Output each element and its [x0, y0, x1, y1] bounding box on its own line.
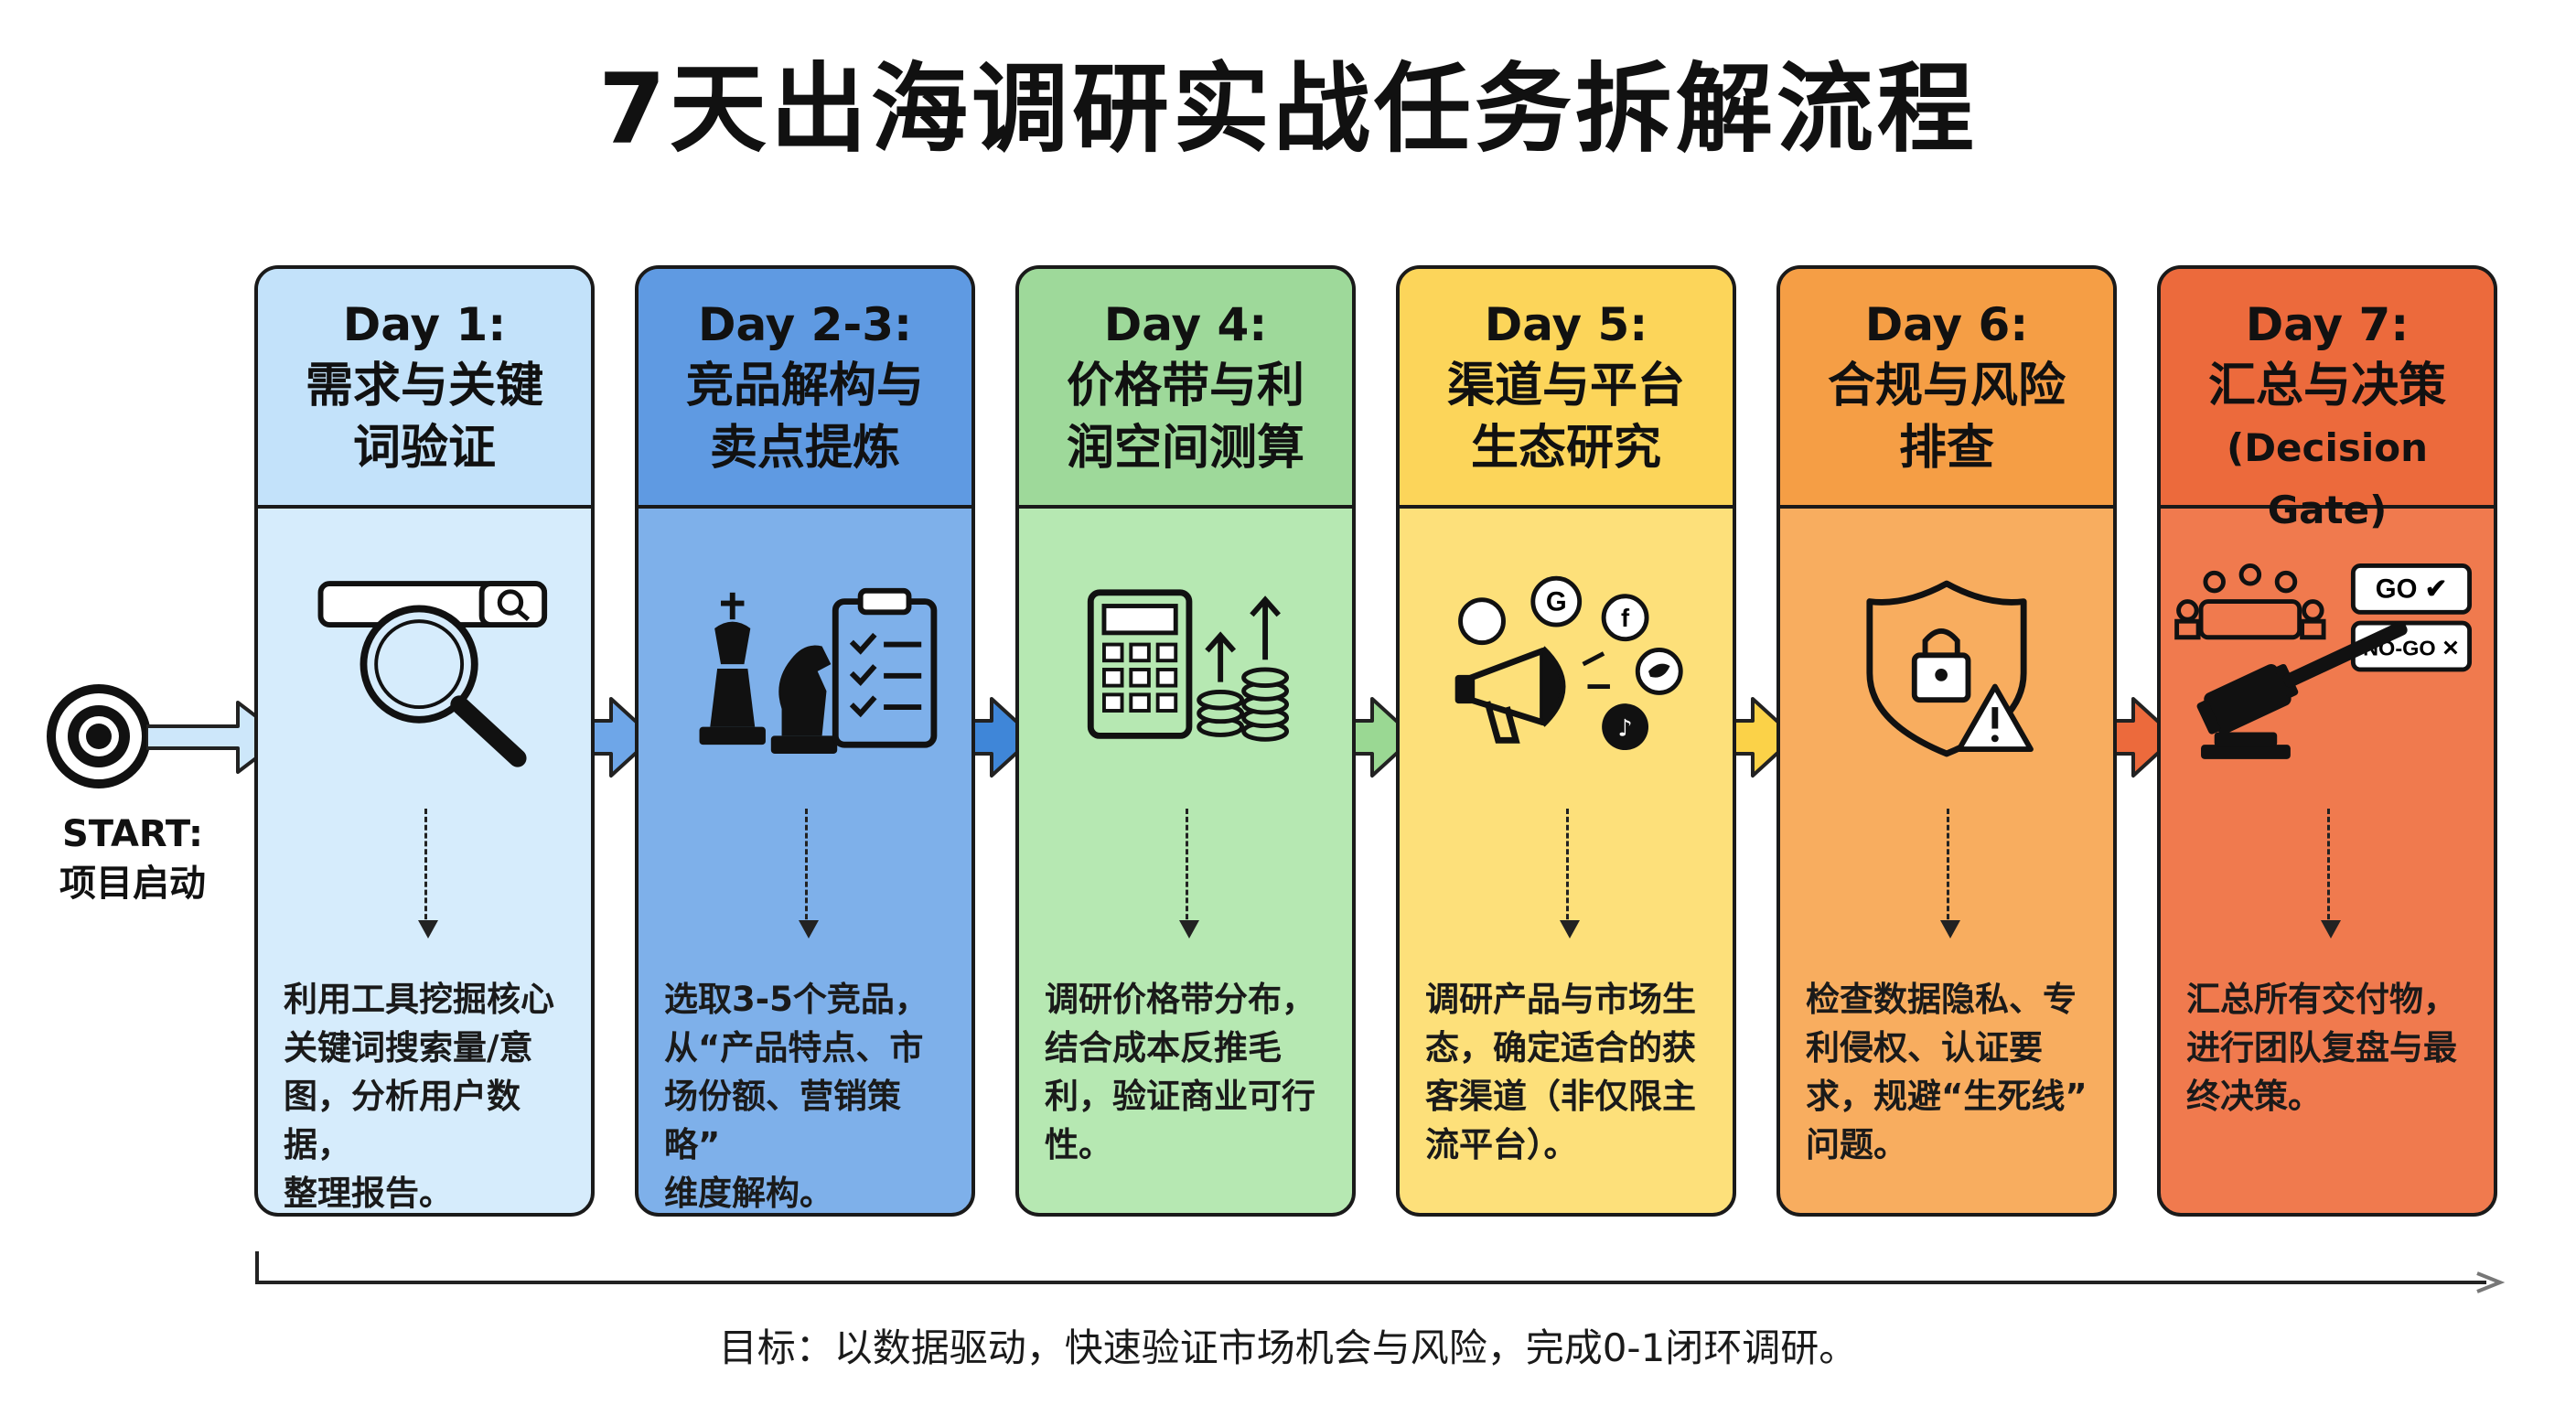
flow-dashed-line [1947, 809, 1949, 928]
step-desc-line: 流平台）。 [1425, 1125, 1578, 1164]
step-description: 选取3-5个竞品， 从“产品特点、市 场份额、营销策略” 维度解构。 [664, 975, 955, 1213]
start-label-line2: 项目启动 [59, 863, 206, 905]
timeline-arrow [255, 1251, 2505, 1293]
step-desc-line: 性。 [1045, 1125, 1112, 1164]
step-day: Day 5: [1484, 298, 1648, 351]
step-desc-line: 场份额、营销策略” [664, 1077, 901, 1164]
step-title-line1: 渠道与平台 [1446, 359, 1685, 413]
step-card-day2-3: Day 2-3: 竞品解构与 卖点提炼 选取3-5个竞品， 从“产品特点、市 场… [635, 265, 975, 1217]
step-description: 调研产品与市场生 态，确定适合的获 客渠道（非仅限主 流平台）。 [1425, 975, 1716, 1169]
step-desc-line: 图，分析用户数据， [284, 1077, 521, 1164]
flow-dashed-arrowhead [1179, 920, 1199, 938]
step-title-line2: 润空间测算 [1066, 421, 1304, 476]
start-label: START: 项目启动 [27, 810, 238, 908]
shield-lock-warning-icon [1866, 580, 2034, 757]
step-desc-line: 利，验证商业可行 [1045, 1077, 1315, 1116]
go-badge: GO ✔ [2376, 574, 2447, 605]
step-title-line2: 卖点提炼 [709, 421, 900, 476]
step-desc-line: 调研价格带分布， [1045, 980, 1315, 1019]
step-header: Day 5: 渠道与平台 生态研究 [1400, 269, 1733, 509]
step-day: Day 2-3: [697, 298, 913, 351]
chess-checklist-icon [699, 587, 938, 754]
step-desc-line: 检查数据隐私、专 [1806, 980, 2077, 1019]
step-card-day6: Day 6: 合规与风险 排查 检查数据隐私、专 利侵权、认证要 求，规避“生死… [1776, 265, 2117, 1217]
step-header: Day 2-3: 竞品解构与 卖点提炼 [639, 269, 971, 509]
start-label-line1: START: [61, 813, 204, 855]
step-header: Day 7: 汇总与决策 (Decision Gate) [2161, 269, 2494, 532]
goal-caption: 目标：以数据驱动，快速验证市场机会与风险，完成0-1闭环调研。 [718, 1325, 1858, 1370]
flow-dashed-arrowhead [799, 920, 819, 938]
step-day: Day 4: [1103, 298, 1268, 351]
step-desc-line: 终决策。 [2186, 1077, 2322, 1116]
gavel-meeting-icon: GO ✔ NO-GO ✕ [2174, 563, 2473, 759]
flow-dashed-arrowhead [1940, 920, 1960, 938]
step-title-line1: 汇总与决策 [2207, 359, 2446, 413]
step-description: 利用工具挖掘核心 关键词搜索量/意 图，分析用户数据， 整理报告。 [284, 975, 574, 1213]
svg-text:♪: ♪ [1617, 713, 1632, 741]
flow-dashed-line [805, 809, 808, 928]
step-title-line1: 合规与风险 [1827, 359, 2066, 413]
step-title-line1: 价格带与利 [1066, 359, 1304, 413]
step-desc-line: 选取3-5个竞品， [664, 980, 928, 1019]
step-description: 汇总所有交付物， 进行团队复盘与最 终决策。 [2186, 975, 2477, 1121]
flow-dashed-arrowhead [2321, 920, 2341, 938]
svg-text:G: G [1546, 586, 1567, 617]
magnifier-search-icon [317, 581, 548, 767]
flow-dashed-arrowhead [1560, 920, 1580, 938]
step-title-line2: 生态研究 [1470, 421, 1661, 476]
step-desc-line: 调研产品与市场生 [1425, 980, 1696, 1019]
step-desc-line: 态，确定适合的获 [1425, 1028, 1696, 1067]
step-header: Day 6: 合规与风险 排查 [1780, 269, 2113, 509]
step-card-day1: Day 1: 需求与关键 词验证 利用工具挖掘核心 关键词搜索量/意 图，分析用… [254, 265, 595, 1217]
start-target-icon [47, 684, 151, 788]
step-desc-line: 问题。 [1806, 1125, 1907, 1164]
step-description: 调研价格带分布， 结合成本反推毛 利，验证商业可行 性。 [1045, 975, 1336, 1169]
flow-dashed-line [2327, 809, 2330, 928]
step-title-line2: 排查 [1898, 421, 1994, 476]
step-desc-line: 结合成本反推毛 [1045, 1028, 1282, 1067]
step-title-line1: 竞品解构与 [685, 359, 924, 413]
step-header: Day 1: 需求与关键 词验证 [258, 269, 591, 509]
step-desc-line: 维度解构。 [664, 1174, 833, 1213]
step-day: Day 1: [342, 298, 507, 351]
step-desc-line: 进行团队复盘与最 [2186, 1028, 2457, 1067]
svg-text:f: f [1621, 604, 1630, 632]
step-desc-line: 整理报告。 [284, 1174, 453, 1213]
flow-dashed-arrowhead [418, 920, 438, 938]
flow-dashed-line [424, 809, 427, 928]
step-description: 检查数据隐私、专 利侵权、认证要 求，规避“生死线” 问题。 [1806, 975, 2097, 1169]
flow-dashed-line [1566, 809, 1569, 928]
step-card-day4: Day 4: 价格带与利 润空间测算 调研价格带分布， 结合成本反推毛 利，验证… [1015, 265, 1356, 1217]
step-desc-line: 利侵权、认证要 [1806, 1028, 2043, 1067]
step-day: Day 6: [1864, 298, 2029, 351]
step-card-day7: Day 7: 汇总与决策 (Decision Gate) GO ✔ NO-GO … [2157, 265, 2497, 1217]
step-title-line2: (Decision Gate) [2227, 425, 2428, 532]
step-day: Day 7: [2245, 298, 2410, 351]
step-title-line1: 需求与关键 [305, 359, 543, 413]
step-desc-line: 从“产品特点、市 [664, 1028, 924, 1067]
step-card-day5: Day 5: 渠道与平台 生态研究 G f ♪ 调研产品与市场生 态，确定适合的… [1396, 265, 1736, 1217]
flow-dashed-line [1186, 809, 1188, 928]
megaphone-social-icon: G f ♪ [1454, 575, 1683, 751]
step-desc-line: 求，规避“生死线” [1806, 1077, 2088, 1116]
step-desc-line: 利用工具挖掘核心 [284, 980, 554, 1019]
step-desc-line: 客渠道（非仅限主 [1425, 1077, 1696, 1116]
calculator-coins-icon [1087, 589, 1290, 742]
page-title: 7天出海调研实战任务拆解流程 [598, 53, 1978, 166]
step-title-line2: 词验证 [352, 421, 496, 476]
step-desc-line: 关键词搜索量/意 [284, 1028, 533, 1067]
step-desc-line: 汇总所有交付物， [2186, 980, 2457, 1019]
step-header: Day 4: 价格带与利 润空间测算 [1019, 269, 1352, 509]
